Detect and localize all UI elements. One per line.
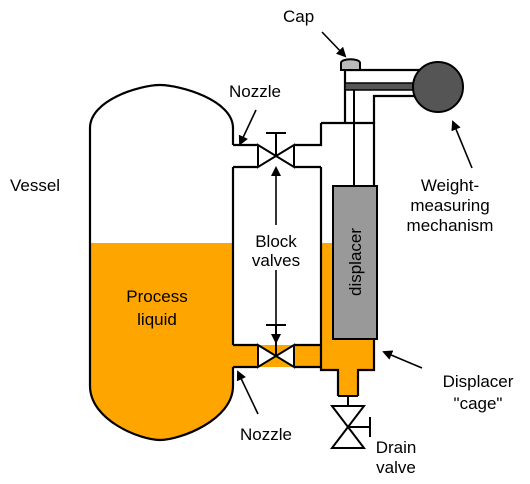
weight-label-2: measuring	[410, 196, 489, 215]
weight-arrow	[451, 120, 473, 169]
drain-label-2: valve	[376, 458, 416, 477]
drain-valve	[329, 395, 371, 449]
weight-label-1: Weight-	[421, 176, 479, 195]
vessel	[88, 83, 235, 442]
cage-label-2: "cage"	[454, 394, 503, 413]
block-valves-label-1: Block	[255, 232, 297, 251]
nozzle-top-arrow	[238, 109, 257, 146]
weight-label-3: mechanism	[407, 216, 494, 235]
cap-label: Cap	[283, 7, 314, 26]
nozzle-bottom-arrow	[236, 370, 259, 415]
displacer-cage	[319, 121, 376, 396]
nozzle-bottom-label: Nozzle	[240, 425, 292, 444]
cap-arrow	[321, 31, 347, 58]
drain-label-1: Drain	[376, 438, 417, 457]
block-valve-top	[257, 132, 295, 169]
cap	[340, 58, 361, 71]
block-valves-label-2: valves	[252, 251, 300, 270]
cage-label-1: Displacer	[443, 372, 514, 391]
torque-tube	[343, 68, 420, 123]
weight-mechanism	[412, 61, 464, 113]
displacer-label: displacer	[346, 228, 365, 296]
mechanism-arm	[344, 82, 424, 91]
process-liquid-label-2: liquid	[137, 310, 177, 329]
vessel-liquid	[90, 243, 233, 440]
vessel-label: Vessel	[10, 176, 60, 195]
displacer-body	[332, 185, 378, 340]
block-valve-bottom	[257, 324, 295, 369]
nozzle-top-label: Nozzle	[229, 82, 281, 101]
process-liquid-label-1: Process	[126, 287, 187, 306]
drain-neck-liquid	[338, 370, 358, 396]
cage-arrow	[382, 350, 423, 369]
